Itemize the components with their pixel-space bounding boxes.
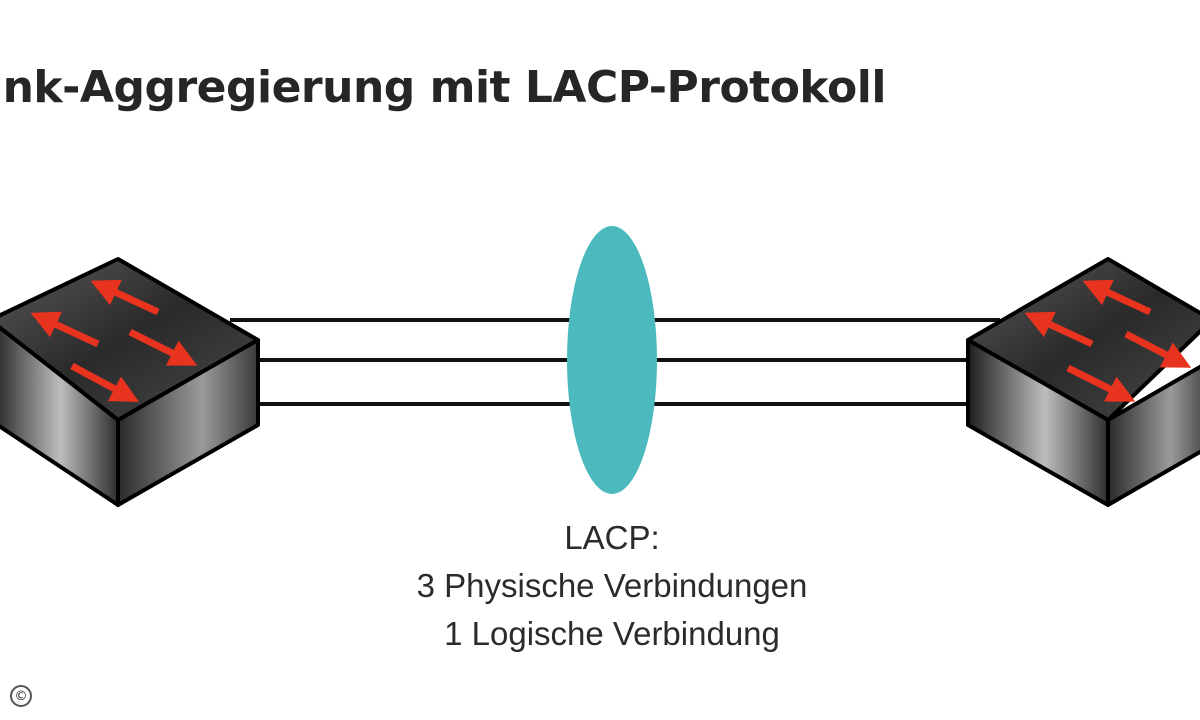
caption-physical-connections: 3 Physische Verbindungen — [416, 567, 808, 604]
arrow-icon — [1082, 279, 1152, 316]
arrow-icon — [128, 328, 198, 366]
left-switch-side — [116, 338, 260, 507]
arrow-icon — [90, 279, 160, 316]
arrow-icon — [30, 311, 100, 348]
caption-logical-connection: 1 Logische Verbindung — [444, 615, 780, 652]
right-switch-icon — [966, 257, 1200, 507]
arrow-icon — [1066, 364, 1136, 402]
left-switch-icon — [0, 257, 260, 507]
copyright-icon: © — [10, 685, 32, 707]
lacp-bundle-ellipse — [567, 226, 657, 494]
caption-lacp-label: LACP: — [564, 519, 660, 556]
arrow-icon — [1124, 330, 1192, 368]
right-switch-side — [1106, 364, 1200, 507]
arrow-icon — [70, 362, 140, 402]
diagram-title: ink-Aggregierung mit LACP-Protokoll — [0, 62, 886, 113]
arrow-icon — [1024, 311, 1094, 348]
